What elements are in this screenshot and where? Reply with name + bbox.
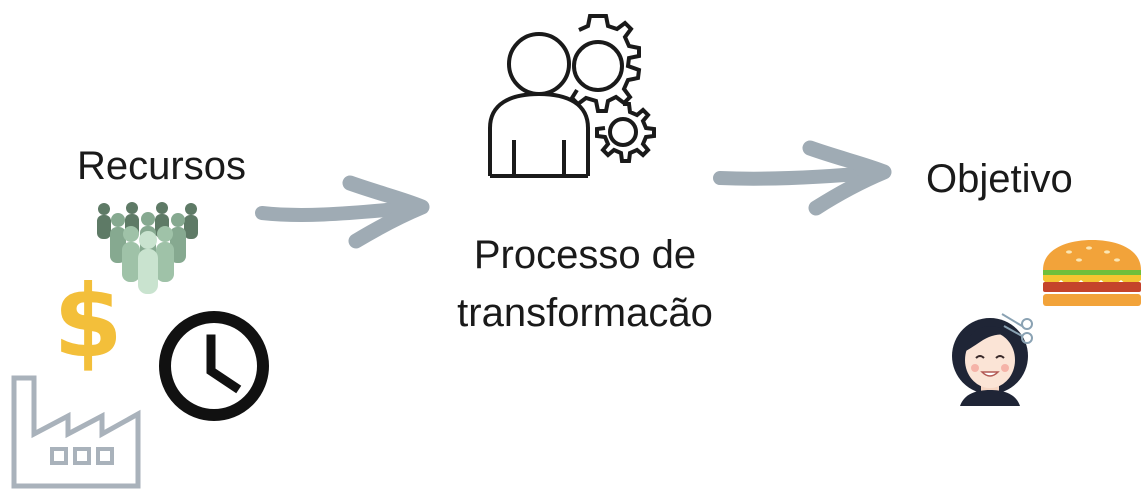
resources-label: Recursos (77, 144, 246, 188)
arrow-right-icon (713, 140, 896, 220)
haircut-person-icon (950, 308, 1040, 406)
dollar-sign-icon: $ (52, 263, 124, 380)
svg-text:$: $ (53, 263, 123, 380)
people-group-icon (94, 200, 202, 296)
process-label: Processo de transformacão (457, 233, 713, 335)
burger-icon (1041, 240, 1143, 310)
arrow-right-icon (255, 173, 433, 253)
clock-icon (157, 309, 272, 424)
factory-icon (10, 374, 145, 489)
objective-label: Objetivo (926, 157, 1073, 201)
person-gears-icon (480, 8, 670, 183)
